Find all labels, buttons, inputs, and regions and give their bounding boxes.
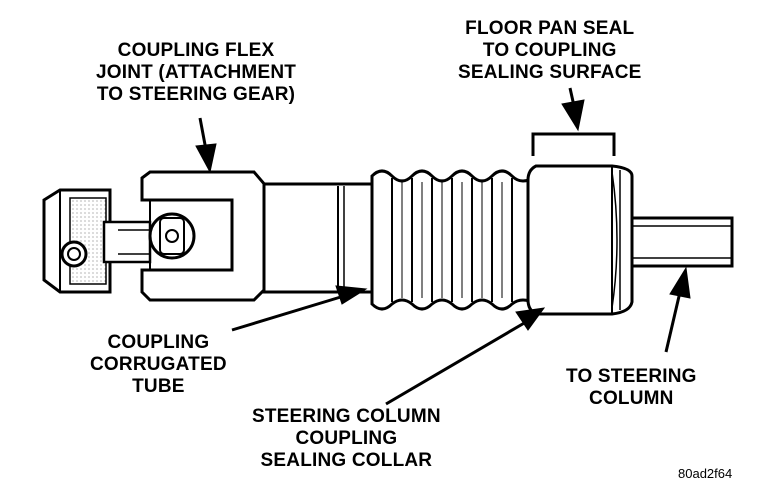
label-line: TO COUPLING xyxy=(482,40,617,61)
steering-column-shaft xyxy=(626,216,734,268)
label-line: COLUMN xyxy=(589,388,674,409)
label-line: JOINT (ATTACHMENT xyxy=(96,62,297,83)
label-line: TO STEERING GEAR) xyxy=(96,84,296,105)
label-line: SEALING COLLAR xyxy=(260,450,433,471)
label-line: COUPLING xyxy=(295,428,398,449)
label-line: STEERING COLUMN xyxy=(252,406,441,427)
label-line: TO STEERING xyxy=(566,366,697,387)
sealing-collar xyxy=(526,164,634,316)
label-line: FLOOR PAN SEAL xyxy=(465,18,635,39)
label-sealing-collar: STEERING COLUMN COUPLING SEALING COLLAR xyxy=(252,406,441,472)
label-line: COUPLING FLEX xyxy=(117,40,275,61)
label-corrugated-tube: COUPLING CORRUGATED TUBE xyxy=(90,332,227,398)
label-line: COUPLING xyxy=(107,332,210,353)
figure-id: 80ad2f64 xyxy=(678,466,733,481)
label-line: CORRUGATED xyxy=(90,354,227,375)
callout-arrows xyxy=(195,87,691,406)
corrugated-bellows xyxy=(370,169,538,311)
coupling-flex-joint xyxy=(42,170,268,302)
coupling-tube-body xyxy=(262,182,378,294)
label-line: SEALING SURFACE xyxy=(458,62,642,83)
label-line: TUBE xyxy=(132,376,185,397)
seal-surface-bracket xyxy=(531,132,616,156)
label-to-steering-column: TO STEERING COLUMN xyxy=(566,366,697,410)
label-floor-pan-seal: FLOOR PAN SEAL TO COUPLING SEALING SURFA… xyxy=(458,18,642,84)
label-flex-joint: COUPLING FLEX JOINT (ATTACHMENT TO STEER… xyxy=(96,40,296,106)
